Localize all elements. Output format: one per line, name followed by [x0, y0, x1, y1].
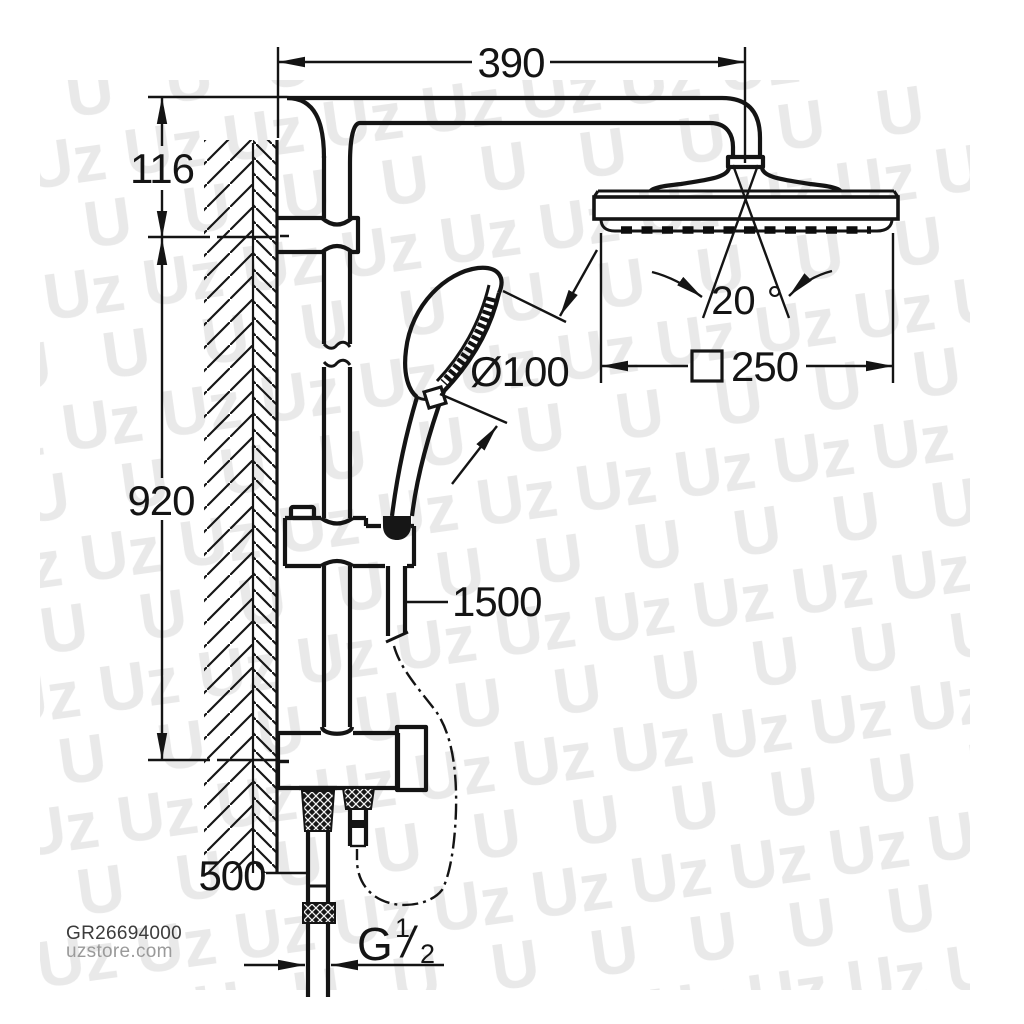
- swivel-angle-lines: [701, 164, 791, 319]
- hand-shower-spray-face: [440, 296, 499, 389]
- square-symbol: [690, 349, 724, 383]
- dimension-920: 920: [127, 238, 289, 763]
- inlet-pipe: [305, 831, 331, 903]
- dim-100-label: Ø100: [470, 348, 569, 395]
- wall-bracket: [276, 215, 361, 255]
- head-shower: [592, 154, 900, 234]
- hand-shower-button: [421, 385, 449, 410]
- dim-thread-label: G 1 / 2: [357, 913, 435, 970]
- shower-arm-and-rail: [286, 95, 763, 727]
- dimension-390: 390: [276, 39, 747, 163]
- dimension-1500: 1500: [404, 578, 542, 625]
- site-label: uzstore.com: [66, 941, 173, 962]
- dim-500-label: 500: [198, 852, 265, 899]
- pipe-break-symbol: [322, 340, 352, 368]
- product-code-label: GR26694000: [66, 923, 182, 944]
- shower-hose: [355, 645, 458, 907]
- inlet-nut: [300, 790, 336, 832]
- shower-valve: [275, 724, 429, 997]
- dim-20deg-label: 20 °: [711, 279, 783, 323]
- dimension-500: 500: [198, 852, 307, 899]
- slider-holder: [282, 504, 417, 644]
- dim-390-label: 390: [477, 39, 544, 86]
- dimension-116: 116: [130, 95, 289, 239]
- dimension-thread-g12: G 1 / 2: [244, 913, 444, 971]
- dim-920-label: 920: [127, 477, 194, 524]
- dim-116-label: 116: [130, 145, 194, 192]
- wall-hatch: [204, 140, 279, 873]
- dimension-250: 250: [599, 233, 895, 390]
- dimension-diameter-100: Ø100: [439, 249, 599, 485]
- inlet-coupling: [302, 902, 336, 924]
- dim-1500-label: 1500: [452, 578, 541, 625]
- hose-nut: [341, 787, 376, 810]
- diverter-knob: [394, 724, 429, 793]
- dim-250-label: 250: [731, 343, 798, 390]
- hand-shower-nut: [383, 516, 411, 540]
- head-shower-cone: [647, 166, 844, 194]
- dimension-angle-20: 20 °: [651, 164, 833, 323]
- holder-outlet-pipe: [385, 566, 408, 636]
- footer-branding: GR26694000 uzstore.com: [66, 923, 182, 962]
- hand-shower: [383, 265, 504, 540]
